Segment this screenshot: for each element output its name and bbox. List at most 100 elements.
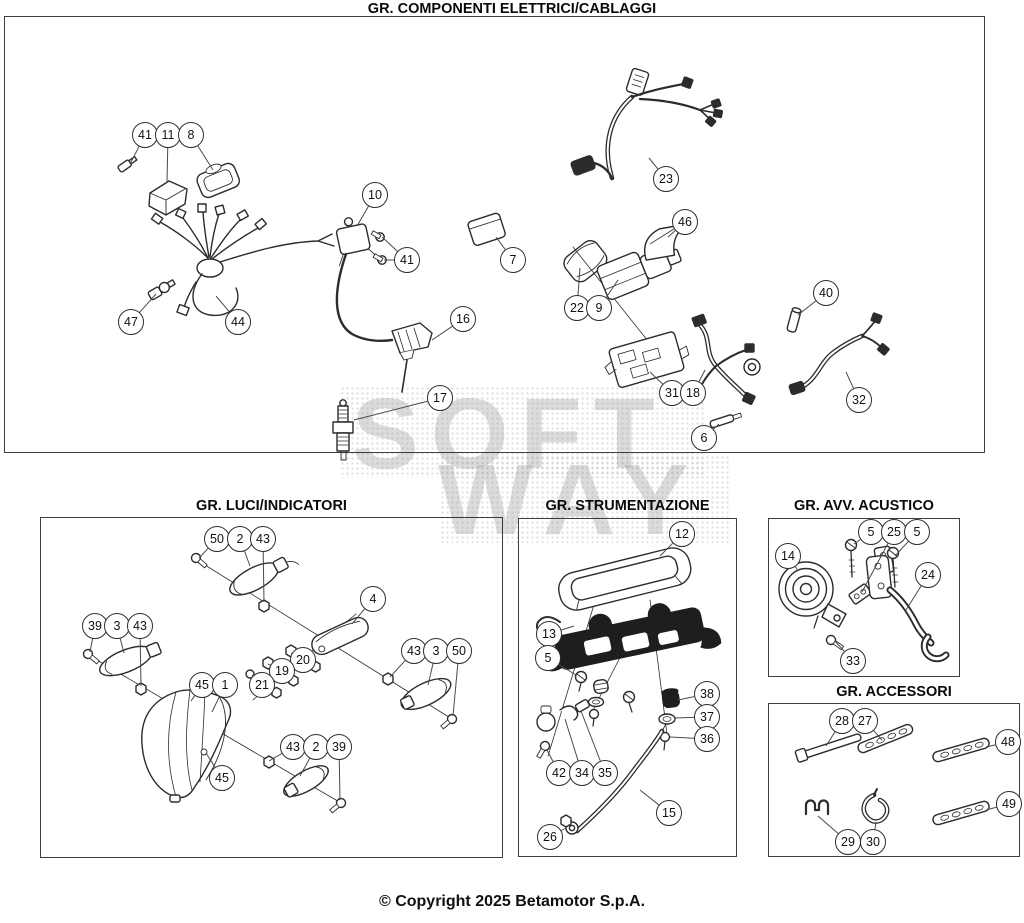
section-title-accessori: GR. ACCESSORI	[836, 684, 952, 700]
watermark-line1: SOFT	[352, 378, 667, 490]
part-strap-27	[857, 723, 914, 754]
section-title-luci: GR. LUCI/INDICATORI	[196, 498, 347, 514]
part-cable-32	[788, 312, 890, 396]
part-screw-5	[574, 670, 588, 692]
callout-componenti-9[interactable]: 9	[586, 295, 612, 321]
callout-luci-3[interactable]: 3	[423, 638, 449, 664]
leader-line	[427, 663, 434, 686]
part-ecu-31	[604, 331, 690, 388]
callout-componenti-47[interactable]: 47	[118, 309, 144, 335]
callout-componenti-32[interactable]: 32	[846, 387, 872, 413]
callout-accessori-29[interactable]: 29	[835, 829, 861, 855]
part-indicator-3b	[399, 677, 452, 711]
callout-luci-43[interactable]: 43	[127, 613, 153, 639]
callout-strumentazione-34[interactable]: 34	[569, 760, 595, 786]
callout-luci-39[interactable]: 39	[326, 734, 352, 760]
part-clip-29	[804, 799, 830, 816]
callout-strumentazione-37[interactable]: 37	[694, 704, 720, 730]
callout-componenti-16[interactable]: 16	[450, 306, 476, 332]
leader-line	[673, 716, 695, 719]
leader-line	[985, 806, 997, 811]
part-cdi-unit-11	[148, 180, 188, 216]
copyright-text: © Copyright 2025 Betamotor S.p.A.	[378, 893, 646, 910]
callout-accessori-27[interactable]: 27	[852, 708, 878, 734]
callout-strumentazione-35[interactable]: 35	[592, 760, 618, 786]
part-grommet-38	[661, 688, 680, 709]
callout-strumentazione-26[interactable]: 26	[537, 824, 563, 850]
leader-line	[667, 230, 676, 238]
leader-line	[452, 663, 459, 717]
callout-strumentazione-5[interactable]: 5	[535, 645, 561, 671]
callout-strumentazione-36[interactable]: 36	[694, 726, 720, 752]
callout-componenti-8[interactable]: 8	[178, 122, 204, 148]
callout-luci-3[interactable]: 3	[104, 613, 130, 639]
leader-line	[834, 640, 845, 652]
callout-componenti-6[interactable]: 6	[691, 425, 717, 451]
part-pin-6	[709, 412, 743, 429]
callout-luci-45[interactable]: 45	[189, 672, 215, 698]
callout-luci-50[interactable]: 50	[446, 638, 472, 664]
section-box-componenti	[4, 16, 985, 453]
callout-luci-45[interactable]: 45	[209, 765, 235, 791]
callout-accessori-30[interactable]: 30	[860, 829, 886, 855]
part-indicator-2b	[283, 765, 329, 798]
callout-componenti-23[interactable]: 23	[653, 166, 679, 192]
part-spark-plug-cap-16	[391, 322, 433, 393]
callout-strumentazione-15[interactable]: 15	[656, 800, 682, 826]
callout-acustico-14[interactable]: 14	[775, 543, 801, 569]
callout-accessori-48[interactable]: 48	[995, 729, 1021, 755]
callout-componenti-40[interactable]: 40	[813, 280, 839, 306]
callout-acustico-24[interactable]: 24	[915, 562, 941, 588]
leader-line	[905, 585, 922, 611]
part-horn-14	[778, 561, 847, 629]
section-title-componenti: GR. COMPONENTI ELETTRICI/CABLAGGI	[367, 1, 657, 17]
callout-componenti-41[interactable]: 41	[394, 247, 420, 273]
leader-line	[119, 638, 125, 654]
leader-line	[669, 736, 695, 739]
part-dashboard-12	[558, 547, 692, 611]
callout-luci-21[interactable]: 21	[249, 672, 275, 698]
part-grommet-stack	[587, 678, 636, 727]
leader-line	[198, 548, 209, 559]
callout-strumentazione-13[interactable]: 13	[536, 621, 562, 647]
part-washer-37	[658, 713, 676, 725]
callout-luci-43[interactable]: 43	[280, 734, 306, 760]
callout-acustico-5[interactable]: 5	[858, 519, 884, 545]
callout-luci-43[interactable]: 43	[250, 526, 276, 552]
callout-componenti-46[interactable]: 46	[672, 209, 698, 235]
callout-strumentazione-42[interactable]: 42	[546, 760, 572, 786]
leader-line	[495, 236, 506, 250]
leader-line	[649, 228, 675, 245]
callout-luci-2[interactable]: 2	[303, 734, 329, 760]
leader-line	[677, 696, 695, 701]
callout-luci-4[interactable]: 4	[360, 586, 386, 612]
part-cover-22	[563, 240, 608, 283]
callout-strumentazione-12[interactable]: 12	[669, 521, 695, 547]
callout-luci-2[interactable]: 2	[227, 526, 253, 552]
callout-strumentazione-38[interactable]: 38	[694, 681, 720, 707]
callout-componenti-44[interactable]: 44	[225, 309, 251, 335]
leader-line	[356, 205, 369, 227]
leader-line	[431, 325, 453, 341]
callout-luci-43[interactable]: 43	[401, 638, 427, 664]
leader-line	[546, 749, 554, 762]
leader-line	[853, 539, 861, 545]
callout-accessori-28[interactable]: 28	[829, 708, 855, 734]
leader-line	[166, 147, 169, 184]
callout-componenti-17[interactable]: 17	[427, 385, 453, 411]
callout-acustico-5[interactable]: 5	[904, 519, 930, 545]
section-box-accessori	[768, 703, 1020, 857]
callout-componenti-7[interactable]: 7	[500, 247, 526, 273]
callout-luci-1[interactable]: 1	[212, 672, 238, 698]
part-strap-28	[794, 733, 862, 763]
callout-accessori-49[interactable]: 49	[996, 791, 1022, 817]
callout-componenti-18[interactable]: 18	[680, 380, 706, 406]
callout-componenti-10[interactable]: 10	[362, 182, 388, 208]
section-box-acustico	[768, 518, 960, 677]
part-harness-23	[570, 67, 724, 181]
callout-luci-39[interactable]: 39	[82, 613, 108, 639]
part-screw-50	[190, 552, 208, 569]
callout-acustico-33[interactable]: 33	[840, 648, 866, 674]
